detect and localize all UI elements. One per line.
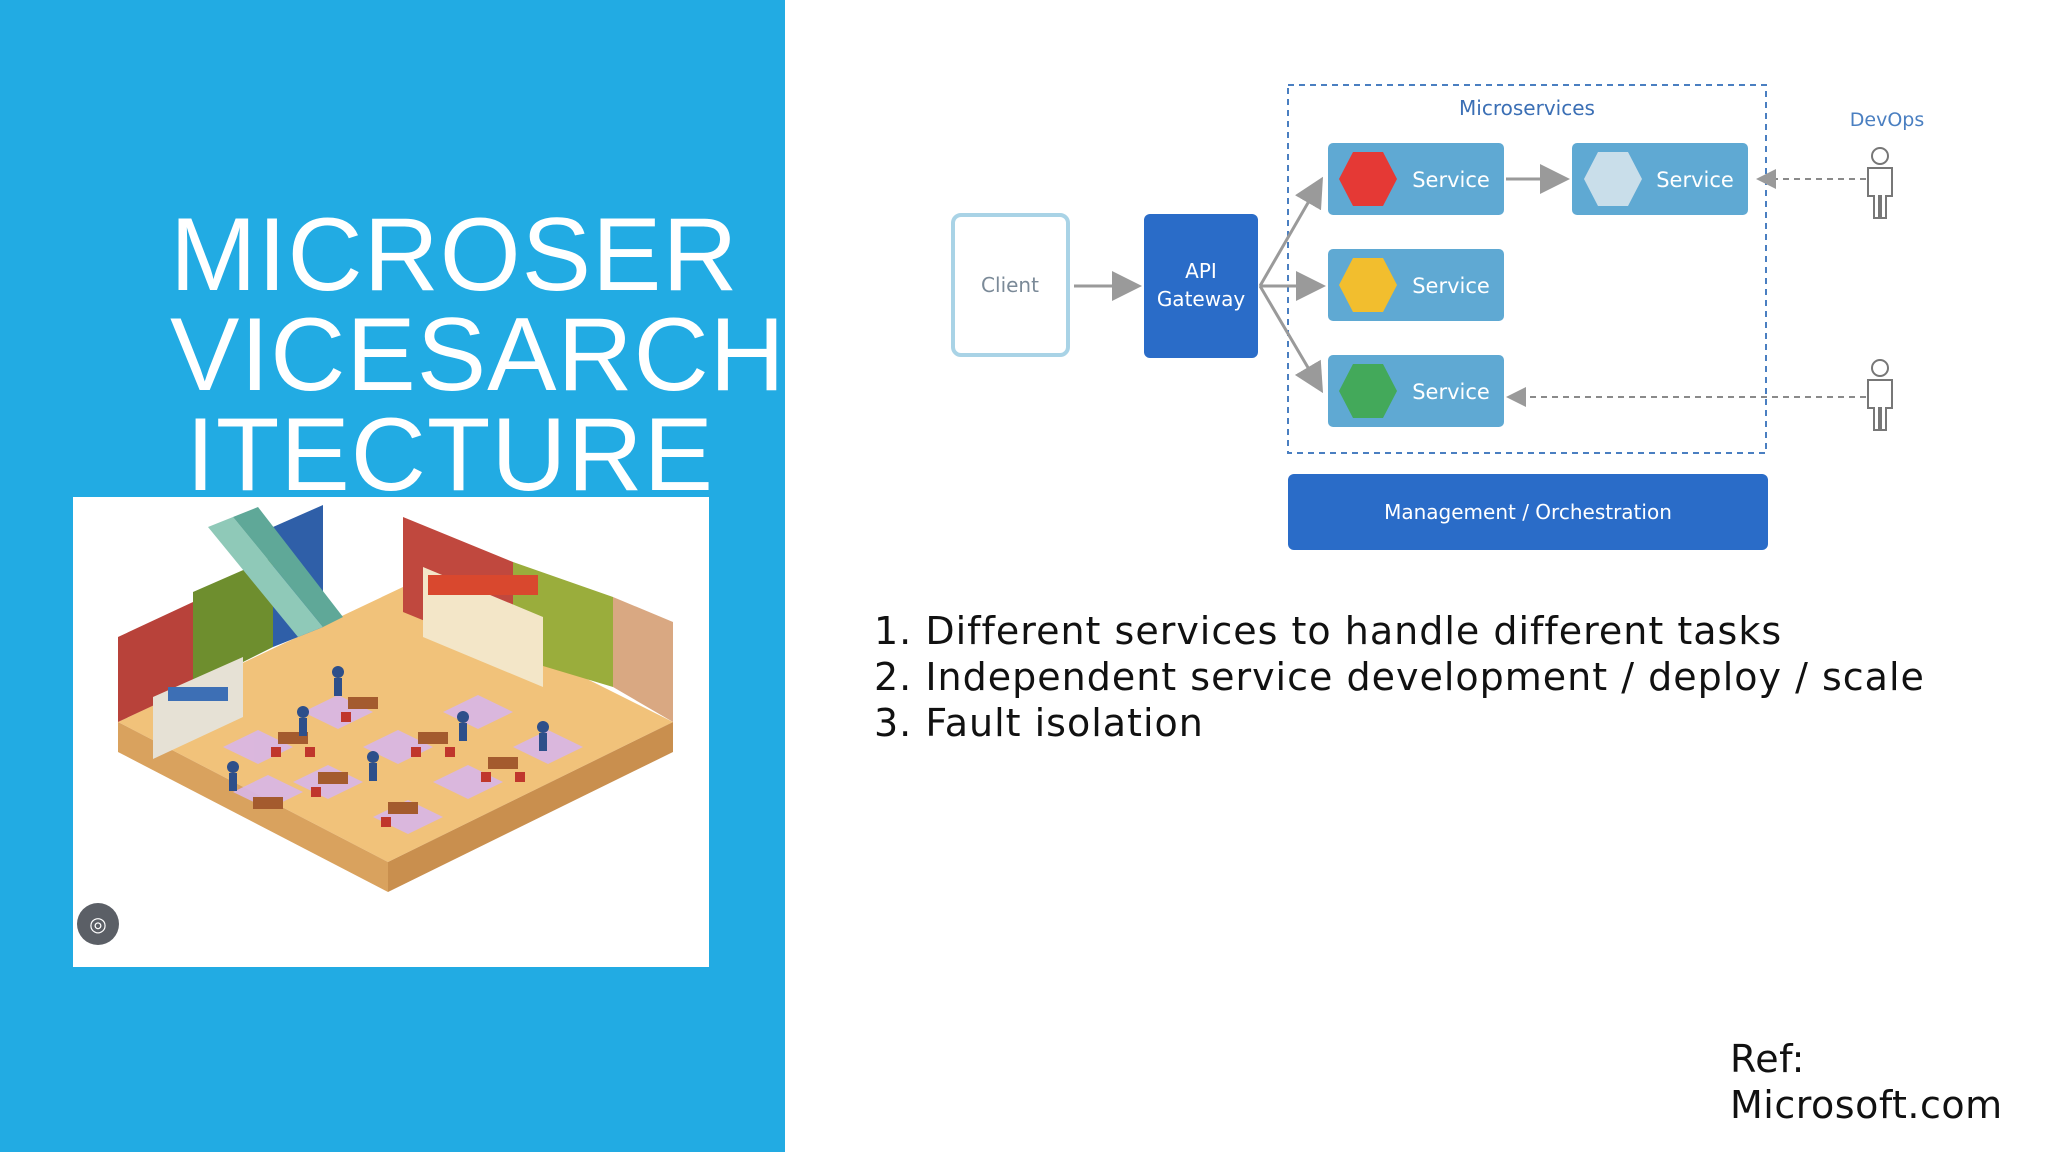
api-gateway-label-line1: API	[1185, 259, 1217, 283]
bullet-1: 1. Different services to handle differen…	[874, 609, 1783, 653]
left-panel: MICROSER VICESARCH ITECTURE	[0, 0, 785, 1152]
api-gateway-label-line2: Gateway	[1157, 287, 1246, 311]
reference-line-1: Ref:	[1730, 1037, 1805, 1081]
service-1-label: Service	[1412, 168, 1490, 192]
hexagon-light-icon	[1584, 152, 1642, 206]
microservices-container	[1287, 84, 1767, 454]
client-box	[951, 213, 1070, 357]
management-orchestration-bar	[1288, 474, 1768, 550]
title-line-3: ITECTURE	[186, 397, 714, 513]
devops-person-icon-bottom	[1867, 359, 1893, 431]
client-label: Client	[981, 273, 1039, 297]
bullet-list: 1. Different services to handle differen…	[874, 608, 1925, 746]
devops-person-icon-top	[1867, 147, 1893, 219]
api-gateway-box	[1144, 214, 1258, 358]
bullet-3: 3. Fault isolation	[874, 701, 1204, 745]
title-line-2: VICESARCH	[170, 297, 786, 413]
food-court-illustration[interactable]: ◎	[73, 497, 709, 967]
reference: Ref: Microsoft.com	[1730, 1036, 2003, 1128]
hexagon-red-icon	[1339, 152, 1397, 206]
slide-title: MICROSER VICESARCH ITECTURE	[170, 197, 786, 513]
devops-label: DevOps	[1850, 109, 1924, 131]
microservices-diagram: Microservices Client API Gateway Service…	[951, 84, 1924, 550]
gateway-to-service4-arrow	[1258, 285, 1324, 394]
bullet-2: 2. Independent service development / dep…	[874, 655, 1925, 699]
service-3-label: Service	[1412, 274, 1490, 298]
hexagon-green-icon	[1339, 364, 1397, 418]
service-4-label: Service	[1412, 380, 1490, 404]
reference-line-2: Microsoft.com	[1730, 1083, 2003, 1127]
lens-icon[interactable]: ◎	[77, 903, 119, 945]
isometric-food-court-image	[118, 505, 673, 892]
hexagon-yellow-icon	[1339, 258, 1397, 312]
title-line-1: MICROSER	[170, 197, 739, 313]
management-label: Management / Orchestration	[1384, 500, 1672, 524]
gateway-to-service1-arrow	[1258, 176, 1323, 287]
service-2-label: Service	[1656, 168, 1734, 192]
microservices-label: Microservices	[1459, 96, 1595, 120]
